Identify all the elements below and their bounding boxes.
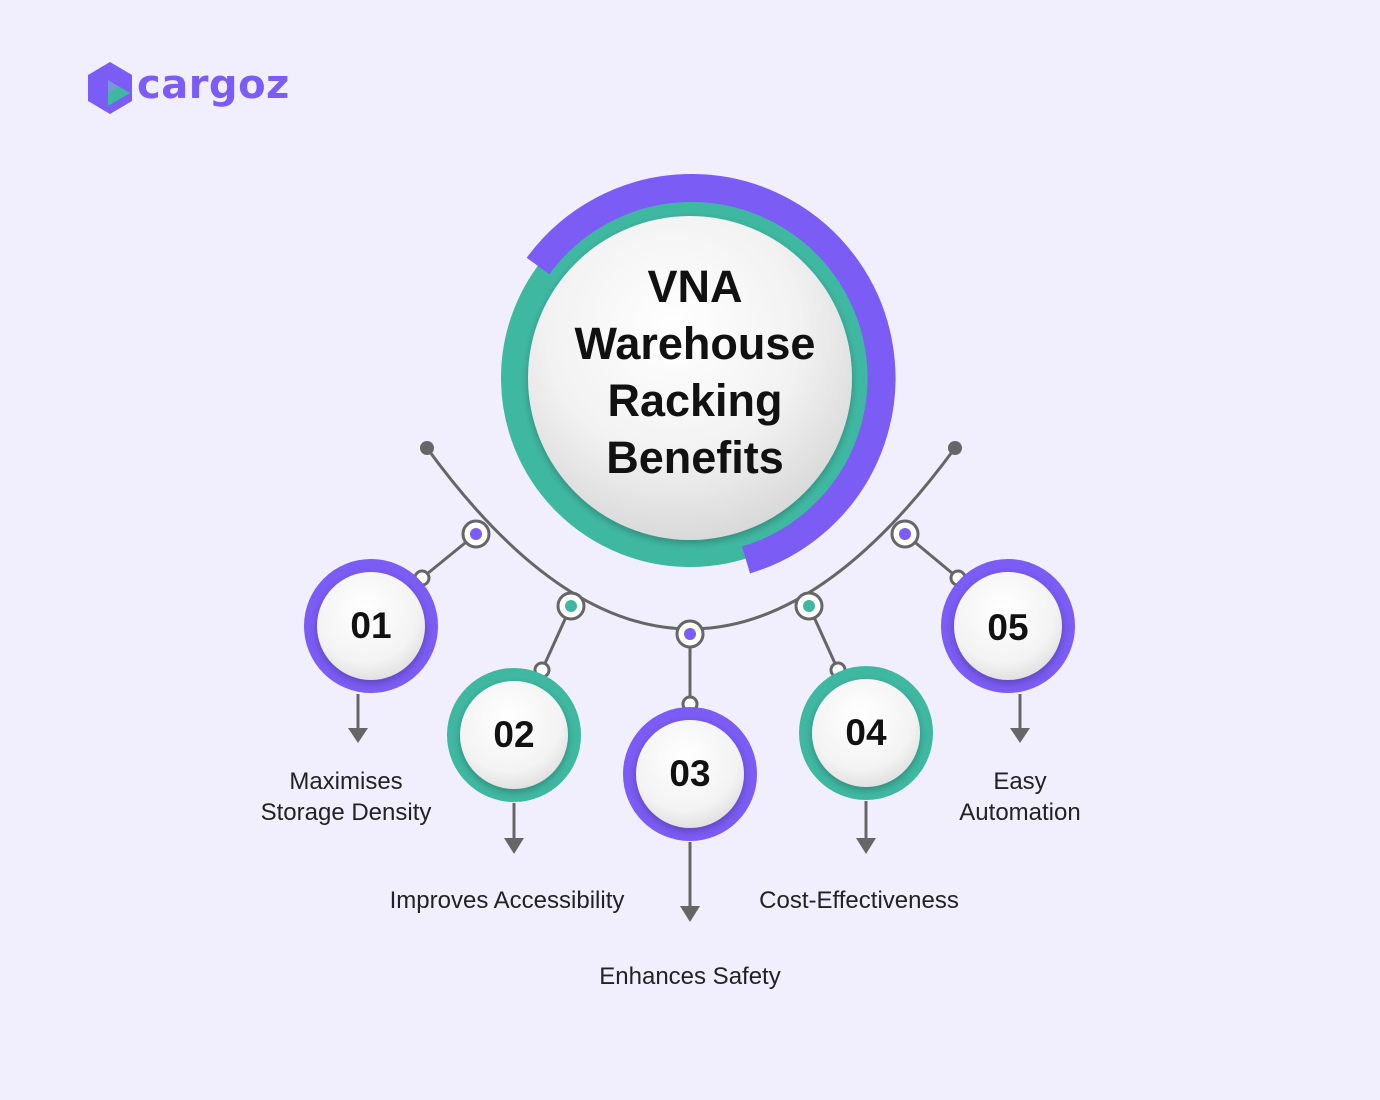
- step-label-02-line-1: Improves Accessibility: [389, 887, 625, 914]
- arc-node-01: [461, 519, 491, 549]
- arrow-04: [856, 801, 876, 854]
- step-label-05-line-1: Easy: [993, 768, 1047, 795]
- arc-end-left: [420, 441, 434, 455]
- center-title-line-1: VNA: [647, 261, 743, 312]
- brand-name: cargoz: [137, 62, 290, 108]
- step-label-01-line-1: Maximises: [289, 768, 403, 795]
- center-title: VNA Warehouse Racking Benefits: [560, 258, 830, 486]
- cargoz-logo-icon: [88, 62, 132, 114]
- step-circle-04: [799, 666, 933, 800]
- step-circle-03: [623, 707, 757, 841]
- step-circle-01: [304, 559, 438, 693]
- step-label-03: Enhances Safety: [570, 961, 810, 992]
- center-circle: [501, 174, 896, 574]
- step-circle-05: [941, 559, 1075, 693]
- step-label-02: Improves Accessibility: [367, 885, 647, 916]
- step-number-02: 02: [493, 714, 535, 755]
- arrow-05: [1010, 694, 1030, 743]
- step-label-04: Cost-Effectiveness: [734, 885, 984, 916]
- step-number-03: 03: [669, 753, 711, 794]
- step-label-05-line-2: Automation: [959, 799, 1081, 826]
- step-label-03-line-1: Enhances Safety: [599, 963, 781, 990]
- arc-node-04: [794, 591, 824, 621]
- brand-logo: cargoz: [137, 62, 290, 108]
- step-circle-02: [447, 668, 581, 802]
- center-title-line-4: Benefits: [606, 432, 784, 483]
- arrow-03: [680, 842, 700, 922]
- step-number-04: 04: [845, 712, 887, 753]
- step-number-05: 05: [987, 607, 1029, 648]
- arc-node-02: [556, 591, 586, 621]
- step-label-04-line-1: Cost-Effectiveness: [759, 887, 959, 914]
- arc-end-right: [948, 441, 962, 455]
- arrow-01: [348, 694, 368, 743]
- center-title-line-3: Racking: [607, 375, 783, 426]
- arrow-02: [504, 803, 524, 854]
- step-number-01: 01: [350, 605, 392, 646]
- step-label-05: Easy Automation: [930, 766, 1110, 828]
- step-label-01: Maximises Storage Density: [236, 766, 456, 828]
- arc-node-05: [890, 519, 920, 549]
- arc-node-03: [675, 619, 705, 649]
- step-label-01-line-2: Storage Density: [260, 799, 432, 826]
- center-title-line-2: Warehouse: [574, 318, 816, 369]
